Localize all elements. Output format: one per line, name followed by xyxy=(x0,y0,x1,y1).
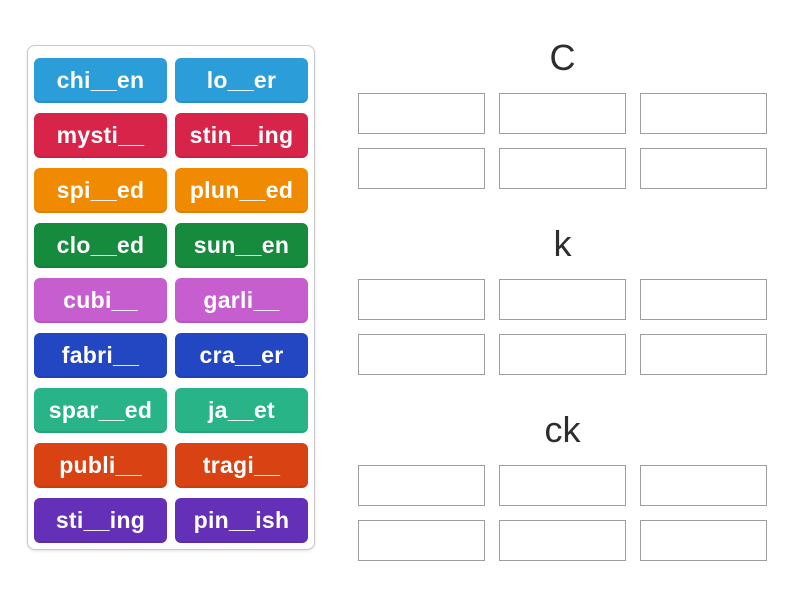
word-tile[interactable]: garli__ xyxy=(175,278,308,323)
word-tile[interactable]: stin__ing xyxy=(175,113,308,158)
drop-slot[interactable] xyxy=(358,93,485,134)
group-c-slots xyxy=(358,93,767,189)
group-c: C xyxy=(358,36,767,189)
drop-slot[interactable] xyxy=(640,465,767,506)
word-tile[interactable]: ja__et xyxy=(175,388,308,433)
word-tile[interactable]: clo__ed xyxy=(34,223,167,268)
drop-slot[interactable] xyxy=(499,148,626,189)
word-tile[interactable]: plun__ed xyxy=(175,168,308,213)
group-header-k: k xyxy=(553,223,572,264)
word-tile[interactable]: sun__en xyxy=(175,223,308,268)
group-ck-slots xyxy=(358,465,767,561)
group-header-c: C xyxy=(549,37,576,78)
drop-slot[interactable] xyxy=(640,334,767,375)
drop-slot[interactable] xyxy=(640,148,767,189)
group-ck: ck xyxy=(358,408,767,561)
group-k: k xyxy=(358,222,767,375)
drop-slot[interactable] xyxy=(499,520,626,561)
word-tile[interactable]: lo__er xyxy=(175,58,308,103)
drop-slot[interactable] xyxy=(640,520,767,561)
word-tile[interactable]: chi__en xyxy=(34,58,167,103)
drop-slot[interactable] xyxy=(640,279,767,320)
word-tile[interactable]: cubi__ xyxy=(34,278,167,323)
word-tile-panel: chi__en lo__er mysti__ stin__ing spi__ed… xyxy=(27,45,315,550)
group-header-ck: ck xyxy=(544,409,581,450)
word-tile[interactable]: spi__ed xyxy=(34,168,167,213)
drop-slot[interactable] xyxy=(358,465,485,506)
drop-slot[interactable] xyxy=(358,520,485,561)
drop-slot[interactable] xyxy=(499,93,626,134)
drop-slot[interactable] xyxy=(640,93,767,134)
group-k-slots xyxy=(358,279,767,375)
word-tile[interactable]: pin__ish xyxy=(175,498,308,543)
category-groups: C k ck xyxy=(358,36,767,561)
word-tile[interactable]: mysti__ xyxy=(34,113,167,158)
word-tile[interactable]: spar__ed xyxy=(34,388,167,433)
drop-slot[interactable] xyxy=(358,334,485,375)
word-tile[interactable]: sti__ing xyxy=(34,498,167,543)
drop-slot[interactable] xyxy=(499,279,626,320)
drop-slot[interactable] xyxy=(358,279,485,320)
drop-slot[interactable] xyxy=(499,334,626,375)
word-tile[interactable]: cra__er xyxy=(175,333,308,378)
drop-slot[interactable] xyxy=(358,148,485,189)
word-tile[interactable]: tragi__ xyxy=(175,443,308,488)
word-tile[interactable]: fabri__ xyxy=(34,333,167,378)
drop-slot[interactable] xyxy=(499,465,626,506)
word-tile[interactable]: publi__ xyxy=(34,443,167,488)
